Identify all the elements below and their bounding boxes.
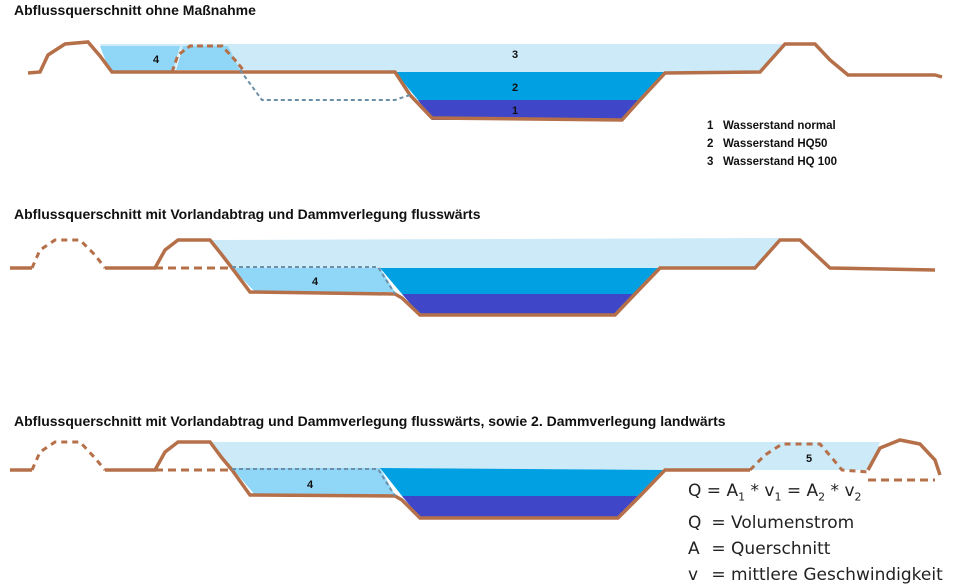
ground-line-3c [866, 438, 942, 476]
old-dike-dashed-2 [30, 238, 107, 269]
continuity-equation: Q = A1 * v1 = A2 * v2 [688, 481, 862, 504]
water-normal-2 [402, 294, 635, 315]
cross-section-1: 4 3 2 1 [27, 40, 943, 122]
zone4-area-1 [100, 46, 180, 72]
water-normal-3 [402, 496, 640, 518]
definition-a: A = Querschnitt [688, 539, 831, 560]
water-hq100-3 [212, 442, 880, 470]
ground-line-1 [27, 40, 943, 122]
dike-dashed-1 [170, 44, 247, 73]
definition-q: Q = Volumenstrom [688, 513, 855, 534]
label-1-s1: 1 [512, 105, 518, 117]
water-hq100-1 [100, 44, 785, 72]
label-5-s3: 5 [806, 453, 812, 465]
zone4-dike-area-1 [176, 46, 240, 70]
cross-section-2: 4 [10, 238, 936, 317]
cross-section-3: 4 5 [10, 438, 942, 520]
section-title-3: Abflussquerschnitt mit Vorlandabtrag und… [14, 413, 726, 429]
label-4-s3: 4 [307, 479, 314, 491]
definition-v: v = mittlere Geschwindigkeit [688, 565, 943, 586]
label-4-s1: 4 [153, 54, 160, 66]
old-dike-dashed-3 [30, 440, 107, 471]
ground-line-3b [105, 440, 750, 520]
zone5-area-3 [750, 444, 870, 470]
water-normal-1 [418, 100, 640, 120]
water-hq50-3 [380, 468, 665, 496]
zone4-area-2 [232, 268, 395, 292]
section-title-2: Abflussquerschnitt mit Vorlandabtrag und… [14, 206, 481, 222]
water-hq100-2 [212, 238, 780, 268]
old-dike-dashed-3-right [748, 442, 869, 474]
section-title-1: Abflussquerschnitt ohne Maßnahme [14, 2, 256, 18]
ground-line-2b [105, 238, 936, 317]
label-4-s2: 4 [312, 276, 319, 288]
zone4-area-3 [232, 468, 395, 495]
formula-block: Q = A1 * v1 = A2 * v2 Q = Volumenstrom A… [688, 478, 943, 588]
label-2-s1: 2 [512, 82, 518, 94]
excavation-dashed-1 [239, 69, 411, 101]
water-hq50-1 [395, 72, 665, 100]
water-hq50-2 [380, 268, 660, 294]
label-3-s1: 3 [512, 49, 518, 61]
